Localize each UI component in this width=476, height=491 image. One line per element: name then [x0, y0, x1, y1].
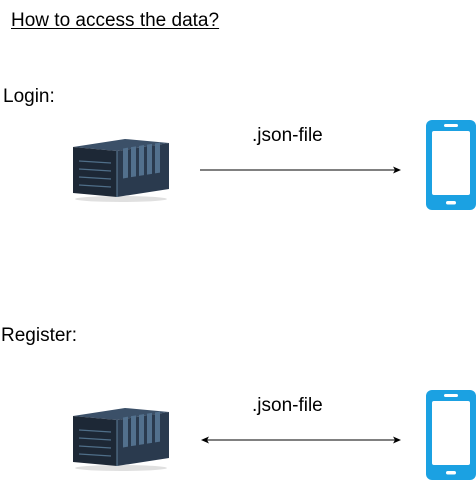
- server-icon: [73, 408, 169, 471]
- arrow-head-right: [393, 166, 401, 174]
- register-arrow-label: .json-file: [252, 395, 323, 416]
- register-section-label: Register:: [1, 325, 78, 346]
- login-arrow: [200, 166, 401, 174]
- arrow-head-right: [393, 436, 401, 444]
- register-arrow: [201, 436, 401, 444]
- smartphone-icon: [426, 390, 476, 480]
- login-section-label: Login:: [3, 86, 55, 107]
- arrow-head-left: [201, 436, 209, 444]
- login-arrow-label: .json-file: [252, 125, 323, 146]
- smartphone-icon: [426, 120, 476, 210]
- page-title: How to access the data?: [11, 10, 220, 31]
- server-icon: [73, 139, 169, 202]
